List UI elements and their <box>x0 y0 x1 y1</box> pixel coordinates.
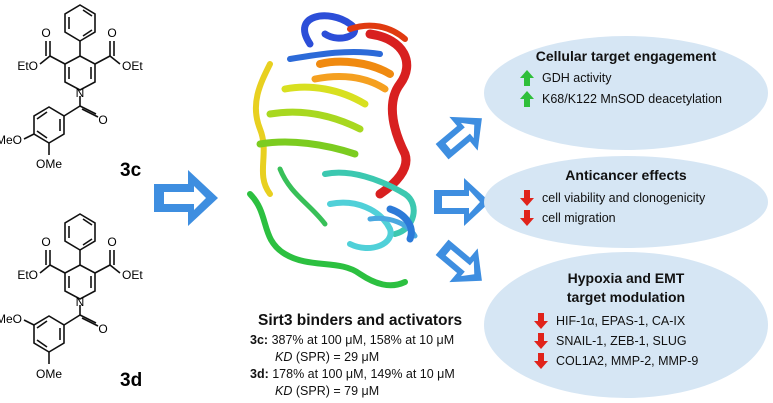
oxygen-label: O <box>107 26 116 40</box>
effect-text: GDH activity <box>542 71 612 85</box>
ester-right-label: OEt <box>122 59 143 73</box>
kd-symbol: KD <box>275 384 293 398</box>
oxygen-label: O <box>98 322 107 336</box>
effect-item: COL1A2, MMP-2, MMP-9 <box>534 353 698 369</box>
effect-text: K68/K122 MnSOD deacetylation <box>542 92 722 106</box>
effect-text: SNAIL-1, ZEB-1, SLUG <box>556 334 687 348</box>
compound-3c-structure: O O N O EtO OEt MeO OMe 3c <box>0 4 143 181</box>
activation-values: 178% at 100 μM, 149% at 10 μM <box>272 367 455 381</box>
decrease-arrow-icon <box>534 333 548 349</box>
panel-title: Cellular target engagement <box>535 48 717 64</box>
oxygen-label: O <box>98 113 107 127</box>
dimethoxyphenyl-ring <box>33 315 65 353</box>
ester-right-label: OEt <box>122 268 143 282</box>
increase-arrow-icon <box>520 70 534 86</box>
effect-item: cell migration <box>520 210 616 226</box>
compound-prefix: 3c: <box>250 333 269 347</box>
nitrogen-label: N <box>76 295 85 309</box>
kd-symbol: KD <box>275 350 293 364</box>
compound-prefix: 3d: <box>250 367 269 381</box>
compound-3d-structure: O O N O EtO OEt MeO OMe 3d <box>0 213 143 391</box>
compound-label: 3c <box>120 160 142 181</box>
oxygen-label: O <box>107 235 116 249</box>
methoxy-label: MeO <box>0 133 22 147</box>
increase-arrow-icon <box>520 91 534 107</box>
panel-title: Hypoxia and EMT <box>567 270 685 286</box>
methoxy-label: OMe <box>36 157 62 171</box>
cellular-target-engagement-panel <box>484 36 768 150</box>
effect-item: K68/K122 MnSOD deacetylation <box>520 91 722 107</box>
decrease-arrow-icon <box>534 313 548 329</box>
effect-item: HIF-1α, EPAS-1, CA-IX <box>534 313 685 329</box>
result-3d: 3d: 178% at 100 μM, 149% at 10 μM <box>250 367 455 381</box>
anticancer-effects-panel <box>484 156 768 248</box>
effect-text: COL1A2, MMP-2, MMP-9 <box>556 354 699 368</box>
decrease-arrow-icon <box>534 353 548 369</box>
compound-label: 3d <box>120 370 142 391</box>
kd-3c: KD (SPR) = 29 μM <box>275 350 379 364</box>
effect-text: cell migration <box>542 211 616 225</box>
effect-item: GDH activity <box>520 70 611 86</box>
result-3c: 3c: 387% at 100 μM, 158% at 10 μM <box>250 333 454 347</box>
oxygen-label: O <box>41 235 50 249</box>
effect-text: cell viability and clonogenicity <box>542 191 706 205</box>
ester-left-label: EtO <box>17 59 38 73</box>
flow-arrow-lower <box>435 239 482 283</box>
center-title: Sirt3 binders and activators <box>258 312 463 329</box>
effect-item: cell viability and clonogenicity <box>520 190 705 206</box>
hypoxia-emt-panel <box>484 252 768 398</box>
kd-value: (SPR) = 29 μM <box>295 350 380 364</box>
decrease-arrow-icon <box>520 210 534 226</box>
dihydropyridine-ring <box>64 55 96 91</box>
panel-title: target modulation <box>566 289 686 305</box>
nitrogen-label: N <box>76 86 85 100</box>
decrease-arrow-icon <box>520 190 534 206</box>
methoxy-label: OMe <box>36 367 62 381</box>
effect-text: HIF-1α, EPAS-1, CA-IX <box>556 314 686 328</box>
flow-arrow-middle <box>434 178 490 226</box>
oxygen-label: O <box>41 26 50 40</box>
kd-3d: KD (SPR) = 79 μM <box>275 384 379 398</box>
methoxy-label: MeO <box>0 312 22 326</box>
activation-values: 387% at 100 μM, 158% at 10 μM <box>271 333 455 347</box>
flow-arrow-upper <box>435 116 482 160</box>
effect-item: SNAIL-1, ZEB-1, SLUG <box>534 333 687 349</box>
kd-value: (SPR) = 79 μM <box>295 384 380 398</box>
sirt3-protein-structure <box>247 12 418 289</box>
ester-left-label: EtO <box>17 268 38 282</box>
panel-title: Anticancer effects <box>565 167 687 183</box>
flow-arrow-to-protein <box>154 170 218 226</box>
